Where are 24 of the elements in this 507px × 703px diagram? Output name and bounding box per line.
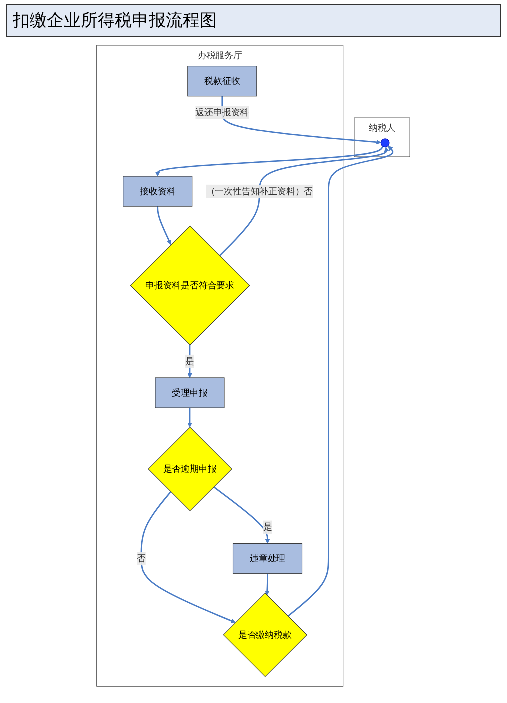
arrow xyxy=(222,96,382,145)
diagram-title: 扣缴企业所得税申报流程图 xyxy=(6,4,501,37)
edge-label: 返还申报资料 xyxy=(196,107,250,118)
arrow xyxy=(140,492,236,624)
node-box: 违章处理 xyxy=(232,544,303,574)
arrow xyxy=(213,486,270,544)
arrow xyxy=(157,206,172,246)
edge-label: 否 xyxy=(136,553,146,564)
cluster: 纳税人 xyxy=(354,118,410,158)
arrow xyxy=(155,146,384,177)
node-diamond: 是否缴纳税款 xyxy=(223,592,308,678)
node-box: 税款征收 xyxy=(188,66,258,97)
node-person xyxy=(380,138,390,148)
arrow xyxy=(188,408,192,428)
node-box: 受理申报 xyxy=(155,378,225,408)
edge-label: 是 xyxy=(263,522,272,532)
arrow xyxy=(219,147,390,256)
edge-label: （一次性告知补正资料）否 xyxy=(206,186,314,197)
node-box: 接收资料 xyxy=(123,176,193,207)
arrow xyxy=(288,146,394,617)
node-diamond: 是否逾期申报 xyxy=(148,427,232,512)
edge-label: 是 xyxy=(186,356,194,367)
node-diamond: 申报资料是否符合要求 xyxy=(130,226,250,346)
arrow xyxy=(264,574,270,596)
